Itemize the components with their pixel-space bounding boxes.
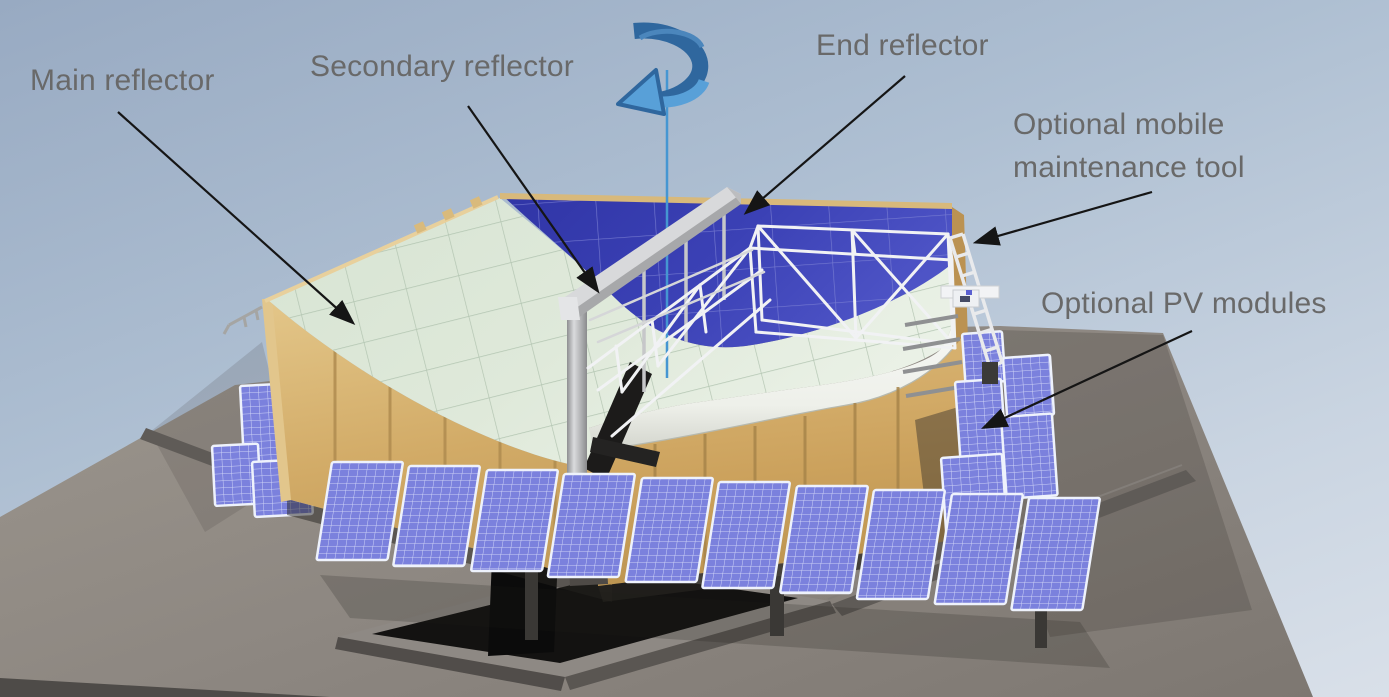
- rotation-arrow-icon: [616, 22, 710, 116]
- pv-row-shadow: [320, 575, 1110, 668]
- secondary-reflector-arrow: [467, 105, 600, 294]
- main-reflector-surface: [264, 195, 958, 470]
- pv-modules-arrow: [981, 330, 1193, 429]
- label-maintenance-tool: Optional mobile maintenance tool: [1013, 108, 1245, 184]
- pit-opening: [372, 573, 798, 663]
- maintenance-tool-ladder: [940, 232, 1004, 384]
- main-reflector-arrow: [117, 111, 356, 325]
- secondary-reflector-beam: [558, 187, 741, 392]
- end-reflector-arrow: [743, 75, 906, 215]
- maintenance-tool-arrow: [972, 190, 1153, 246]
- support-truss: [586, 224, 957, 438]
- label-end-reflector: End reflector: [816, 29, 989, 62]
- pv-row-front: [315, 460, 1110, 668]
- label-main-reflector: Main reflector: [30, 64, 215, 97]
- handrail: [222, 305, 263, 335]
- label-secondary-reflector: Secondary reflector: [310, 50, 574, 83]
- maintenance-platform: [940, 285, 1000, 308]
- ladder-hoist: [982, 362, 998, 384]
- leader-lines: [117, 75, 1193, 429]
- ground-front-edge: [0, 678, 330, 697]
- wall-top-cap: [264, 195, 499, 303]
- wall-cap-nubs: [413, 196, 483, 234]
- label-pv-modules: Optional PV modules: [1041, 287, 1327, 320]
